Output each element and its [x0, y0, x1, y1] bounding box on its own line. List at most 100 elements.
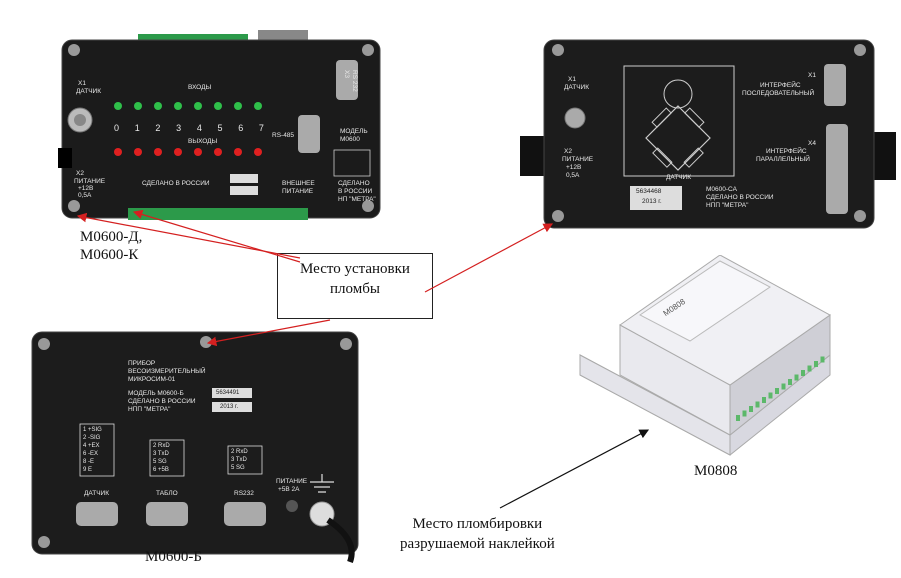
terminal-screw [807, 365, 812, 372]
led-red [174, 148, 182, 156]
tablo-db9-connector [146, 502, 188, 526]
panel-body [31, 331, 359, 555]
led-green [254, 102, 262, 110]
channel-digit: 0 [114, 123, 120, 133]
serial-sticker [630, 186, 682, 210]
pin-row: 3 TxD [153, 451, 169, 457]
module-faceplate [639, 260, 771, 342]
terminal-screw [749, 406, 753, 412]
screw-icon [854, 44, 866, 56]
led-green [174, 102, 182, 110]
terminal-screw [736, 415, 740, 421]
seal-place-callout: Место установки пломбы [277, 253, 433, 319]
tablo-pin-table [149, 439, 185, 477]
device-label-m0600-b: М0600-Б [145, 549, 202, 565]
terminal-screw [814, 361, 818, 367]
x1-label: Х1 [78, 80, 86, 87]
led-green [234, 102, 242, 110]
arrow-to-b-screw [206, 319, 331, 347]
sensor-pins: 1 +SIG 2 -SIG 4 +EX 6 -EX 8 -E 9 E [83, 426, 102, 474]
sensor-label: ДАТЧИК [666, 174, 691, 181]
sensor-db9-connector [76, 502, 118, 526]
panel-body [543, 39, 875, 229]
led-row-inputs [114, 102, 262, 110]
pin-row: 1 +SIG [83, 427, 102, 433]
channel-digit: 4 [196, 123, 202, 133]
arrow-to-sa-screw [424, 223, 554, 293]
module-top [619, 254, 831, 386]
power-cable [326, 517, 355, 564]
device-m0808-drawing [579, 254, 831, 456]
screw-icon [552, 210, 564, 222]
inputs-label: ВХОДЫ [188, 84, 212, 91]
sticker-place-callout: Место пломбировки разрушаемой наклейкой [400, 514, 555, 554]
screw-icon [854, 210, 866, 222]
rs232-pin-table [227, 445, 263, 475]
terminal-row [736, 356, 825, 421]
power-jack [58, 148, 72, 168]
device-m0600-sa-photo: Х1 ДАТЧИК Х2 ПИТАНИЕ +12В 0,5А Х1 ИНТЕРФ… [520, 36, 900, 231]
device-m0600-b-drawing [31, 331, 359, 564]
screw-icon [552, 44, 564, 56]
device-m0600-sa-drawing [520, 39, 896, 229]
pinout-circle [663, 79, 693, 109]
pin-row: 8 -E [83, 459, 95, 465]
device-label-m0600-k: М0600-К [80, 247, 139, 263]
pin-row: 3 TxD [231, 457, 247, 463]
serial-sticker [212, 388, 252, 398]
led-red [134, 148, 142, 156]
terminal-block-bottom [128, 208, 308, 220]
led-row-outputs [114, 148, 262, 156]
model-label: МОДЕЛЬ [340, 128, 368, 135]
pin-row: 2 RxD [231, 449, 248, 455]
pin-row: 5 SG [231, 465, 245, 471]
rs232-connector-label: RS232 [234, 490, 254, 497]
ground-icon [310, 474, 334, 493]
led-green [134, 102, 142, 110]
model-label: М0600-СА [706, 186, 737, 193]
screw-icon [68, 200, 80, 212]
rs232-connector [336, 60, 358, 100]
parallel-connector [826, 124, 848, 214]
x1-sub: ДАТЧИК [76, 88, 101, 95]
pin-row: 6 -EX [83, 451, 99, 457]
led-green [114, 102, 122, 110]
screw-icon [68, 44, 80, 56]
pin-row: 2 -SIG [83, 435, 101, 441]
screw-icon [362, 200, 374, 212]
led-red [254, 148, 262, 156]
pin-row: 5 SG [153, 459, 167, 465]
led-red [194, 148, 202, 156]
led-red [114, 148, 122, 156]
channel-digit: 7 [258, 123, 264, 133]
channel-digit: 2 [155, 123, 161, 133]
channel-digit: 5 [217, 123, 223, 133]
device-m0600-b-photo: ПРИБОР ВЕСОИЗМЕРИТЕЛЬНЫЙ МИКРОСИМ-01 МОД… [28, 330, 363, 565]
screw-icon [340, 338, 352, 350]
screw-icon [362, 44, 374, 56]
tablo-connector-label: ТАБЛО [156, 490, 178, 497]
led-green [154, 102, 162, 110]
terminal-screw [742, 410, 747, 417]
x2-label: Х2 [76, 170, 84, 177]
pin-row: 9 E [83, 467, 93, 473]
device-label-m0600-d: М0600-Д, [80, 229, 143, 245]
power-label: ВНЕШНЕЕ ПИТАНИЕ [282, 180, 315, 195]
bridge-frame [623, 65, 735, 177]
channel-digit: 3 [176, 123, 182, 133]
serial-connector [824, 64, 846, 106]
rs485-connector [298, 115, 320, 153]
device-label-m0808: М0808 [694, 463, 738, 479]
seal-place-line1: Место установки [300, 261, 410, 277]
rs232-pins: 2 RxD 3 TxD 5 SG [231, 448, 248, 472]
sensor-connector-label: ДАТЧИК [84, 490, 109, 497]
serial-number: 5634468 [636, 188, 662, 195]
led-red [214, 148, 222, 156]
screw-icon [38, 536, 50, 548]
terminal-screw [801, 370, 805, 376]
pin-row: 4 +EX [83, 443, 100, 449]
year-label: 2013 г. [642, 198, 662, 205]
terminal-screw [788, 379, 792, 385]
x2-sub: ПИТАНИЕ [74, 178, 106, 185]
arrow-to-d-bottom-screw [132, 209, 301, 263]
